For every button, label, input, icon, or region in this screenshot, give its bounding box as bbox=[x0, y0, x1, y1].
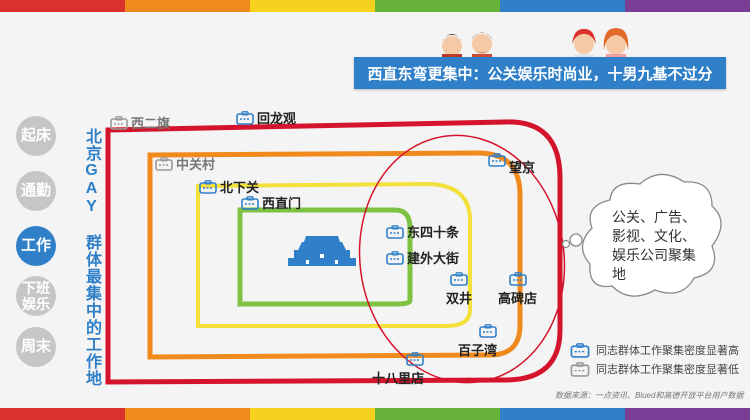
nav-button-work[interactable]: 工作 bbox=[16, 226, 56, 266]
briefcase-icon bbox=[236, 110, 254, 125]
nav-label: 起床 bbox=[20, 127, 51, 144]
nav-button-after-work[interactable]: 下班 娱乐 bbox=[16, 276, 56, 316]
place-shuangjing: 双井 bbox=[446, 272, 472, 307]
place-baiziwan: 百子湾 bbox=[458, 324, 497, 359]
data-source: 数据来源：一点资讯、Blued和高德开放平台用户数据 bbox=[555, 391, 744, 400]
place-label: 百子湾 bbox=[458, 343, 498, 358]
place-xizhimen: 西直门 bbox=[241, 193, 301, 212]
place-shibalidian: 十八里店 bbox=[372, 352, 424, 387]
nav-label: 通勤 bbox=[20, 182, 51, 199]
legend-label: 同志群体工作聚集密度显著高 bbox=[596, 345, 739, 357]
briefcase-icon bbox=[155, 156, 173, 171]
briefcase-icon bbox=[450, 272, 468, 286]
briefcase-icon bbox=[570, 361, 590, 377]
place-label: 高碑店 bbox=[498, 291, 538, 306]
place-huilongguan: 回龙观 bbox=[236, 108, 296, 127]
place-label: 建外大街 bbox=[407, 251, 460, 266]
briefcase-icon bbox=[406, 352, 424, 366]
place-label: 东四十条 bbox=[407, 225, 460, 240]
place-gaobeidian: 高碑店 bbox=[498, 272, 537, 307]
ring-outer bbox=[105, 119, 563, 385]
legend-low: 同志群体工作聚集密度显著低 bbox=[570, 361, 739, 377]
legend-label: 同志群体工作聚集密度显著低 bbox=[596, 364, 739, 376]
thought-cloud bbox=[561, 173, 722, 297]
place-label: 回龙观 bbox=[257, 111, 297, 126]
cloud-text: 公关、广告、影视、文化、娱乐公司聚集地 bbox=[612, 209, 696, 282]
briefcase-icon bbox=[386, 250, 404, 265]
place-label: 中关村 bbox=[176, 157, 216, 172]
nav-button-weekend[interactable]: 周末 bbox=[16, 327, 56, 367]
page-title: 西直东弯更集中：公关娱乐时尚业，十男九基不过分 bbox=[354, 57, 726, 89]
place-label: 西二旗 bbox=[131, 116, 171, 131]
place-label: 北下关 bbox=[220, 180, 260, 195]
place-label: 望京 bbox=[509, 160, 536, 175]
briefcase-icon bbox=[488, 152, 506, 167]
rainbow-stripe-bottom bbox=[0, 408, 750, 420]
place-wangjing: 望京 bbox=[488, 143, 535, 176]
nav-label: 下班 娱乐 bbox=[22, 280, 50, 312]
place-label: 双井 bbox=[446, 291, 473, 306]
place-beixiaguan: 北下关 bbox=[199, 177, 259, 196]
briefcase-icon bbox=[110, 115, 128, 130]
nav-label: 周末 bbox=[20, 338, 51, 355]
place-zhongguancun: 中关村 bbox=[155, 154, 215, 173]
vertical-caption: 北京GAY 群体最集中的工作地 bbox=[83, 128, 100, 387]
briefcase-icon bbox=[508, 272, 527, 286]
nav-button-commute[interactable]: 通勤 bbox=[16, 171, 56, 211]
place-label: 西直门 bbox=[262, 196, 302, 211]
rainbow-stripe-top bbox=[0, 0, 750, 12]
place-jianwaidajie: 建外大街 bbox=[386, 248, 459, 267]
briefcase-icon bbox=[479, 324, 497, 338]
nav-label: 工作 bbox=[20, 237, 51, 254]
ring-third bbox=[196, 181, 472, 328]
briefcase-icon bbox=[386, 224, 404, 239]
place-label: 十八里店 bbox=[372, 371, 425, 386]
tiananmen-icon bbox=[288, 236, 356, 266]
briefcase-icon bbox=[199, 179, 217, 194]
briefcase-icon bbox=[570, 342, 590, 358]
place-dongsishitiao: 东四十条 bbox=[386, 222, 459, 241]
briefcase-icon bbox=[241, 195, 259, 210]
nav-button-wake-up[interactable]: 起床 bbox=[16, 116, 56, 156]
ring-inner bbox=[237, 207, 413, 307]
legend-high: 同志群体工作聚集密度显著高 bbox=[570, 342, 739, 358]
place-xierqi: 西二旗 bbox=[110, 113, 170, 132]
